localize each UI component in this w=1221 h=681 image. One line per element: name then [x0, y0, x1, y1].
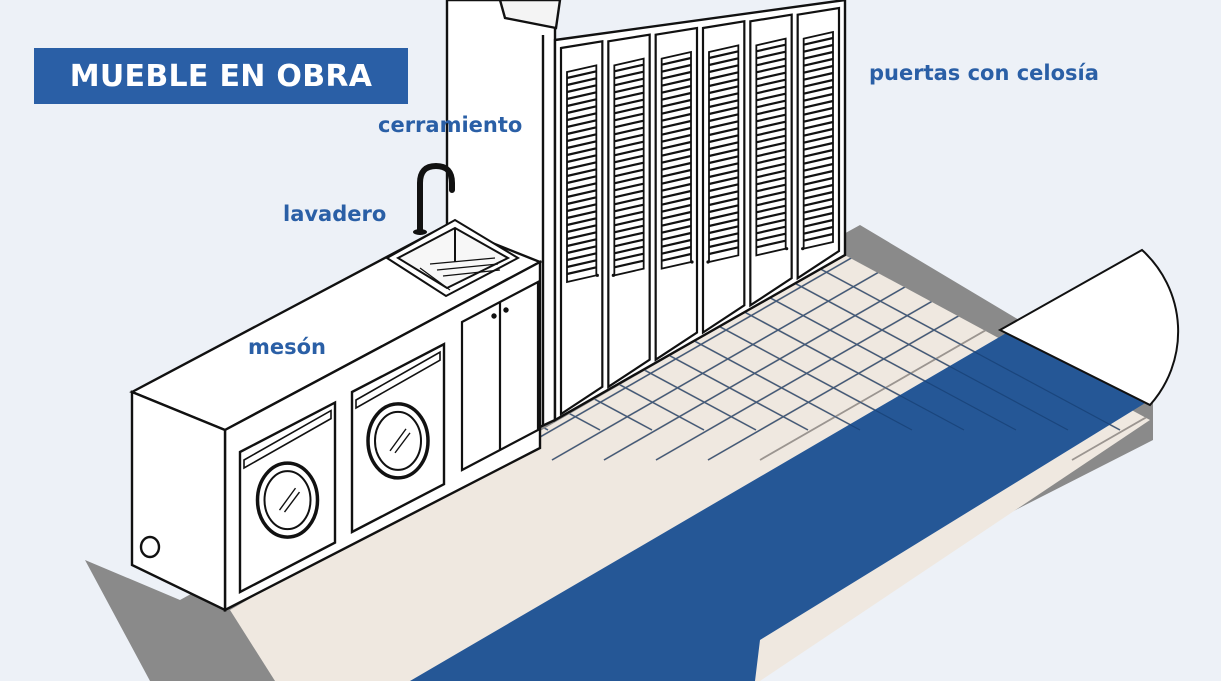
louver-door: [749, 13, 793, 308]
louver-door: [607, 33, 651, 389]
label-lavadero: lavadero: [283, 202, 387, 226]
washing-machines: [238, 342, 446, 594]
pipe-outlet: [139, 535, 161, 559]
louvered-doors: [559, 6, 841, 417]
louver-door: [559, 40, 604, 417]
door-swing: [997, 248, 1180, 407]
label-puertas: puertas con celosía: [869, 61, 1099, 85]
label-cerramiento: cerramiento: [378, 113, 523, 137]
washer: [238, 400, 337, 594]
title-badge: MUEBLE EN OBRA: [34, 48, 408, 104]
louver-door: [654, 26, 699, 362]
label-meson: mesón: [248, 335, 327, 359]
storage-cabinet: [460, 280, 540, 472]
faucet-icon: [417, 162, 455, 235]
louver-door: [796, 6, 841, 281]
louver-door: [701, 20, 746, 335]
washer: [350, 342, 446, 534]
laundry-sink: [385, 218, 521, 298]
